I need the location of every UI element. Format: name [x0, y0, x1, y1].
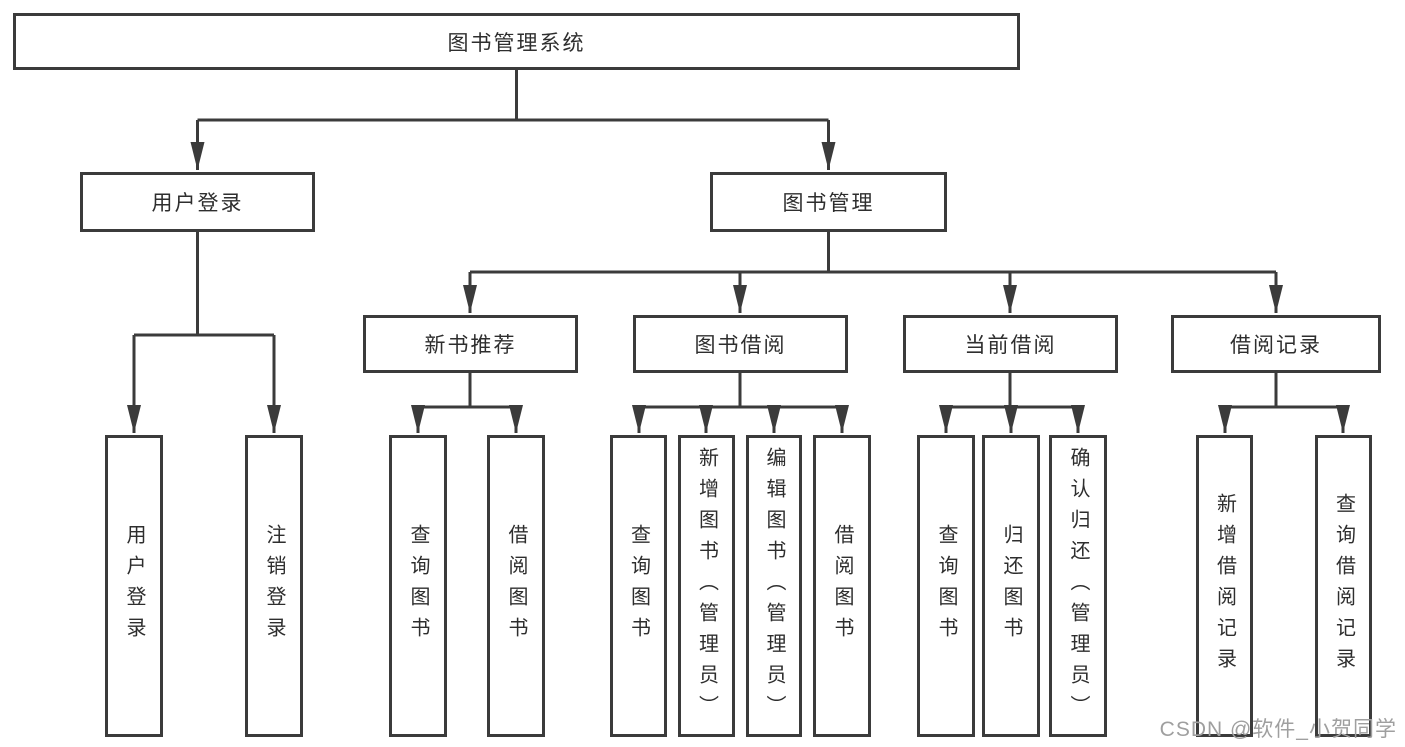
leaf-query-books-3-label: 查询图书: [935, 524, 957, 648]
leaf-borrow-books-2-label: 借阅图书: [831, 524, 853, 648]
leaf-add-borrow-record-label: 新增借阅记录: [1213, 493, 1236, 679]
leaf-add-borrow-record: 新增借阅记录: [1196, 435, 1253, 737]
node-new-book-recommend-label: 新书推荐: [424, 334, 517, 357]
leaf-confirm-return-admin-label: 确认归还（管理员）: [1067, 446, 1089, 726]
leaf-confirm-return-admin: 确认归还（管理员）: [1049, 435, 1107, 737]
leaf-add-books-admin-label: 新增图书（管理员）: [695, 446, 718, 726]
leaf-borrow-books-1: 借阅图书: [487, 435, 545, 737]
node-library-system: 图书管理系统: [13, 13, 1020, 70]
node-book-management: 图书管理: [710, 172, 947, 232]
node-borrow-records: 借阅记录: [1171, 315, 1381, 373]
node-new-book-recommend: 新书推荐: [363, 315, 578, 373]
leaf-borrow-books-2: 借阅图书: [813, 435, 871, 737]
leaf-return-books-label: 归还图书: [1000, 524, 1022, 648]
leaf-query-books-3: 查询图书: [917, 435, 975, 737]
leaf-query-borrow-record: 查询借阅记录: [1315, 435, 1372, 737]
node-current-borrowing-label: 当前借阅: [964, 334, 1057, 357]
csdn-watermark: CSDN @软件_小贺同学: [1159, 718, 1397, 741]
leaf-edit-books-admin-label: 编辑图书（管理员）: [763, 446, 785, 726]
leaf-query-books-2: 查询图书: [610, 435, 667, 737]
leaf-user-login-label: 用户登录: [123, 524, 145, 648]
leaf-add-books-admin: 新增图书（管理员）: [678, 435, 735, 737]
leaf-edit-books-admin: 编辑图书（管理员）: [746, 435, 802, 737]
node-user-login: 用户登录: [80, 172, 315, 232]
node-book-borrowing: 图书借阅: [633, 315, 848, 373]
leaf-logout: 注销登录: [245, 435, 303, 737]
leaf-return-books: 归还图书: [982, 435, 1040, 737]
leaf-borrow-books-1-label: 借阅图书: [505, 524, 527, 648]
node-book-management-label: 图书管理: [782, 192, 875, 215]
leaf-user-login: 用户登录: [105, 435, 163, 737]
node-current-borrowing: 当前借阅: [903, 315, 1118, 373]
node-borrow-records-label: 借阅记录: [1230, 334, 1322, 357]
leaf-query-borrow-record-label: 查询借阅记录: [1332, 493, 1355, 679]
node-book-borrowing-label: 图书借阅: [694, 334, 787, 357]
leaf-logout-label: 注销登录: [263, 524, 285, 648]
node-user-login-label: 用户登录: [151, 192, 244, 215]
node-library-system-label: 图书管理系统: [447, 31, 586, 55]
leaf-query-books-1: 查询图书: [389, 435, 447, 737]
leaf-query-books-1-label: 查询图书: [407, 524, 429, 648]
leaf-query-books-2-label: 查询图书: [627, 524, 650, 648]
